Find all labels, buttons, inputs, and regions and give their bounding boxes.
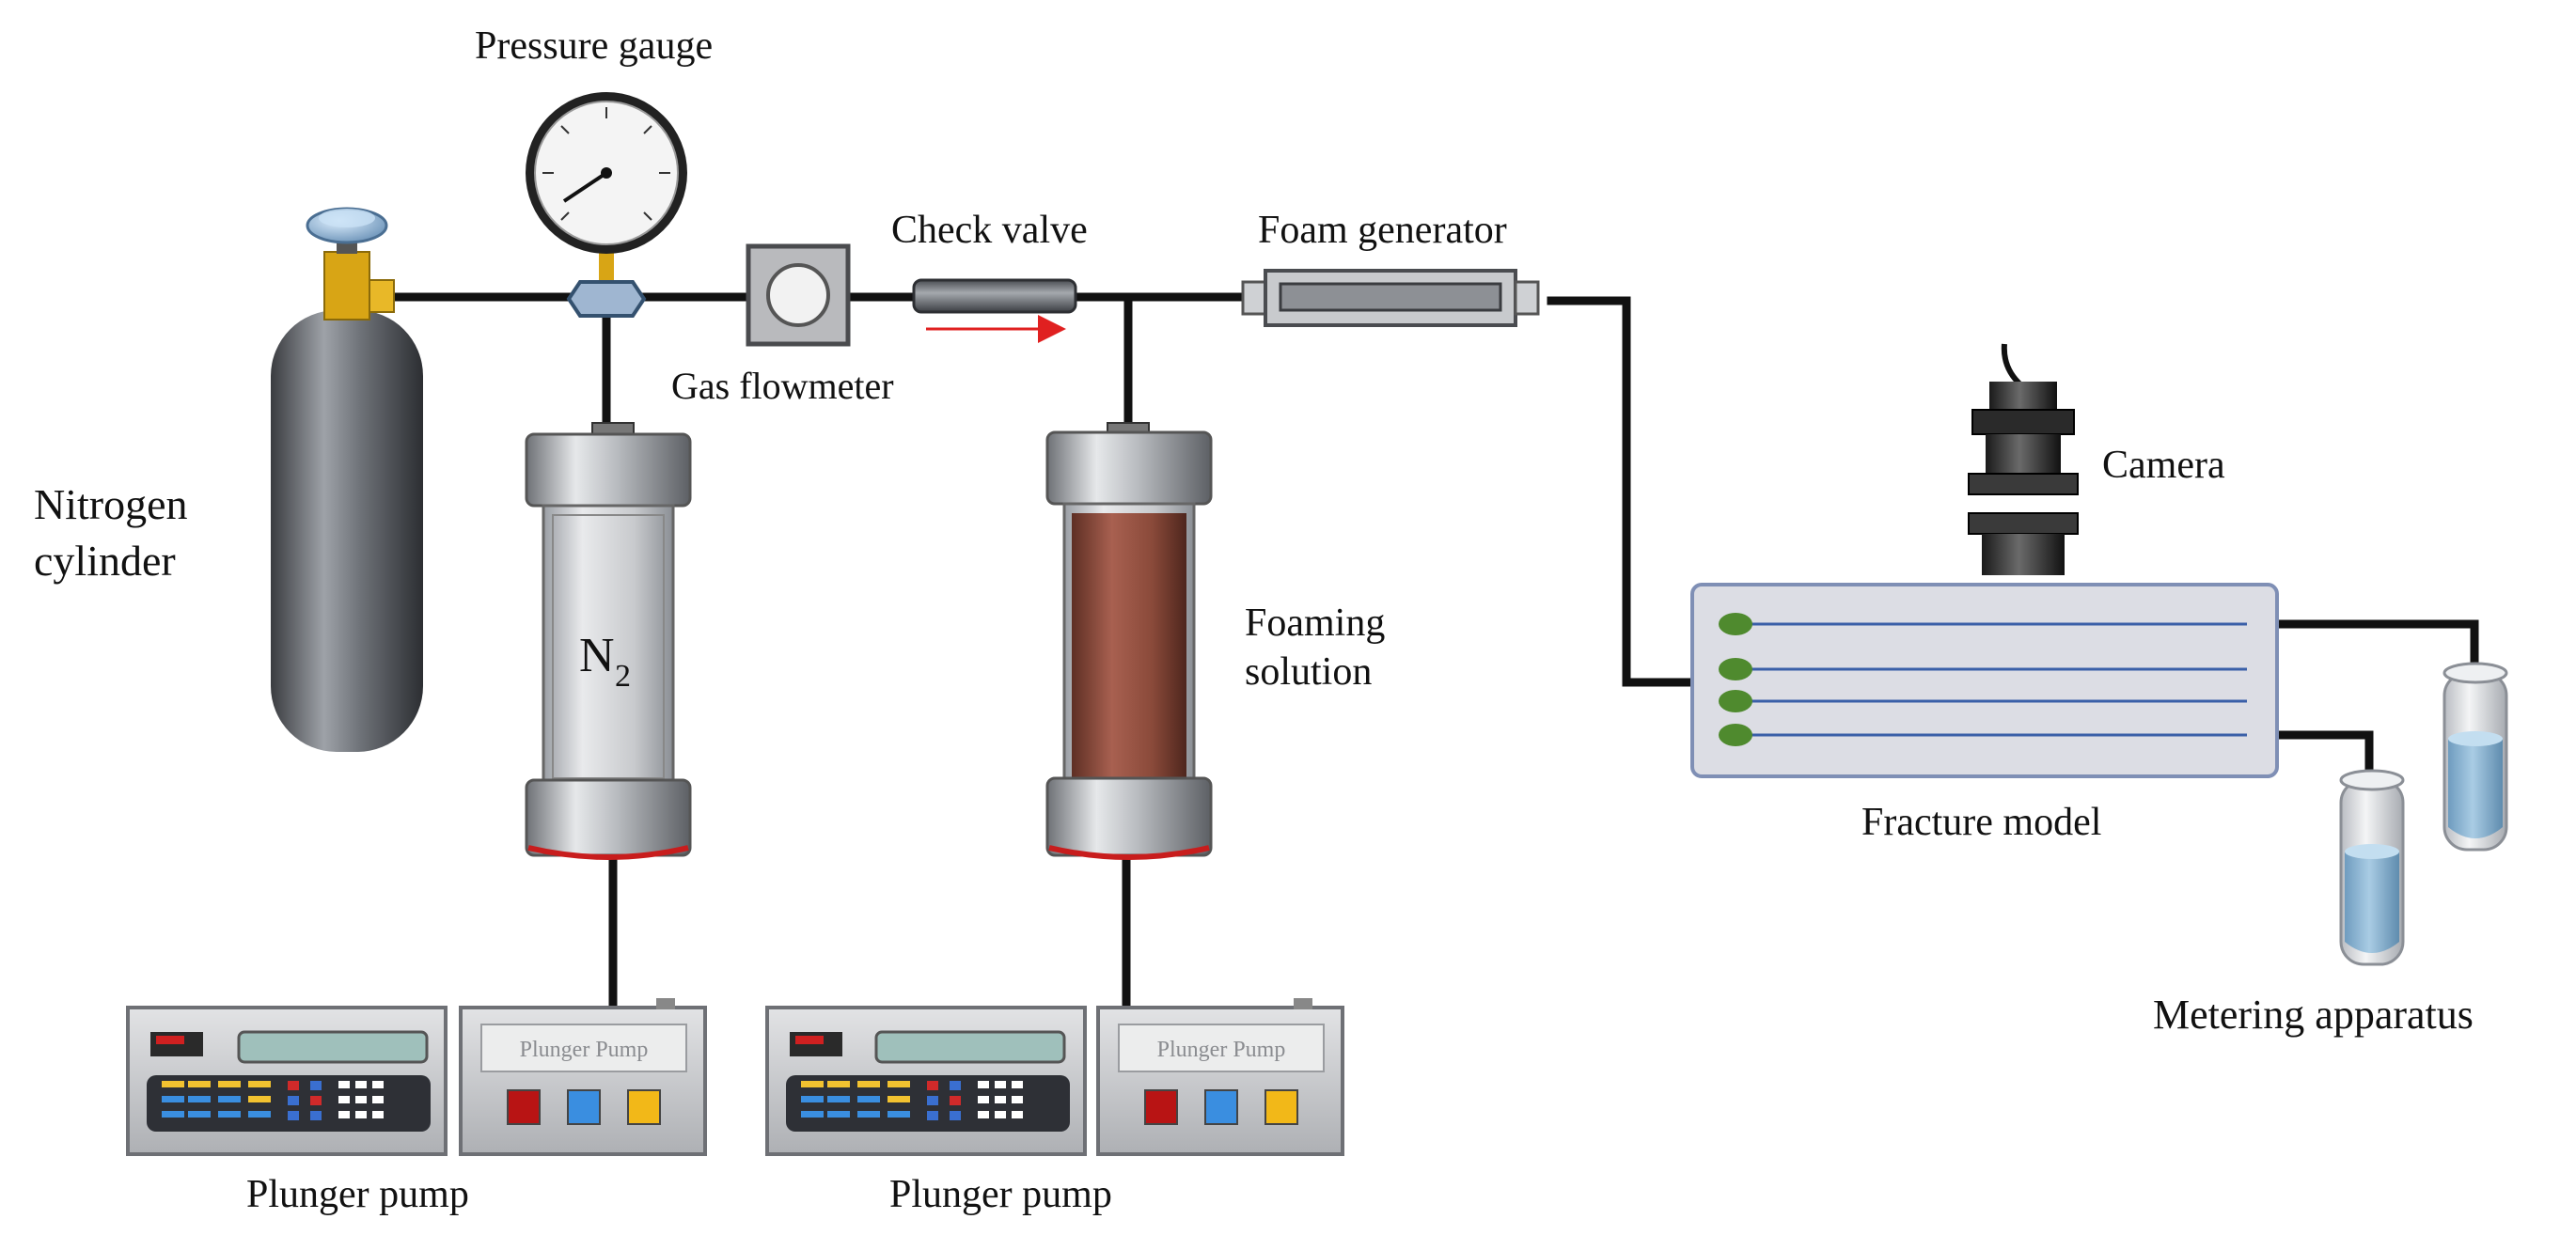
foam-generator-label: Foam generator [1258,209,1507,252]
n2-vessel [525,422,692,860]
n2-subscript: 2 [615,659,631,694]
nitrogen-cylinder [271,207,423,752]
metering-apparatus [2339,662,2508,966]
n2-symbol: N [579,629,615,682]
plunger-pump-right-label: Plunger pump [889,1173,1112,1216]
plunger-pump-left-label: Plunger pump [246,1173,469,1216]
pump-display-right [874,1030,1066,1064]
fracture-inlet-node-1 [1719,613,1752,635]
check-valve-label: Check valve [891,209,1088,252]
gauge-tee-fitting [566,280,647,318]
metering-vial-right [2442,662,2508,852]
check-valve [912,278,1077,343]
foaming-solution-label-line1: Foaming [1245,602,1385,645]
camera [1968,343,2079,575]
pump-left-red-button [507,1089,541,1125]
n2-vessel-glass [542,504,675,789]
pump-right-red-button [1144,1089,1178,1125]
gauge-needle [562,171,608,203]
camera-icon [1971,409,2075,435]
n2-vessel-bottom-cap [525,778,692,857]
n2-vessel-top-cap [525,432,692,508]
pressure-gauge [526,92,687,318]
pump-unit-left-label: Plunger Pump [520,1038,649,1062]
foaming-solution-label-line2: solution [1245,650,1372,694]
pump-left-blue-button [567,1089,601,1125]
pump-right-yellow-button [1264,1089,1298,1125]
pipe-foam-to-fracture-model [1547,296,1697,687]
nitrogen-cylinder-label-line1: Nitrogen [34,480,188,528]
plunger-pump-right: Plunger Pump [765,998,1344,1156]
pipes [381,292,2479,1012]
fracture-inlet-node-4 [1719,724,1752,746]
camera-label: Camera [2102,444,2225,487]
foam-generator [1241,269,1540,327]
metering-vial-left [2339,769,2405,966]
cylinder-valve-outlet [369,279,395,313]
fracture-inlet-node-2 [1719,658,1752,680]
fracture-model-panel [1690,583,2279,778]
camera-lens [1982,534,2065,575]
fracture-inlet-node-3 [1719,690,1752,712]
gas-flowmeter [746,243,851,347]
foaming-liquid [1072,513,1186,778]
check-valve-body [912,278,1077,314]
cylinder-valve-body [323,251,370,320]
pump-display-left [237,1030,429,1064]
fracture-model [1690,583,2279,778]
pump-unit-right-label: Plunger Pump [1157,1038,1286,1062]
pipe-outlet-upper [2242,619,2479,685]
flowmeter-dial [766,263,830,327]
flowmeter-body [746,243,851,347]
foaming-solution-vessel [1045,422,1213,860]
fracture-model-label: Fracture model [1861,801,2101,844]
nitrogen-cylinder-label-line2: cylinder [34,537,176,585]
measured-liquid-right [2448,739,2503,838]
gas-flowmeter-label: Gas flowmeter [671,365,894,407]
pipe-outlet-lower [2242,730,2374,789]
measured-liquid-left [2345,852,2399,953]
camera-cable [2001,343,2024,388]
foaming-vessel-top-cap [1045,430,1213,506]
metering-apparatus-label: Metering apparatus [2153,992,2474,1038]
foaming-vessel-bottom-cap [1045,776,1213,857]
pump-right-blue-button [1204,1089,1238,1125]
plunger-pump-left: Plunger Pump [126,998,707,1156]
pressure-gauge-label: Pressure gauge [475,24,713,68]
gas-cylinder-icon [271,310,423,752]
pump-left-yellow-button [627,1089,661,1125]
